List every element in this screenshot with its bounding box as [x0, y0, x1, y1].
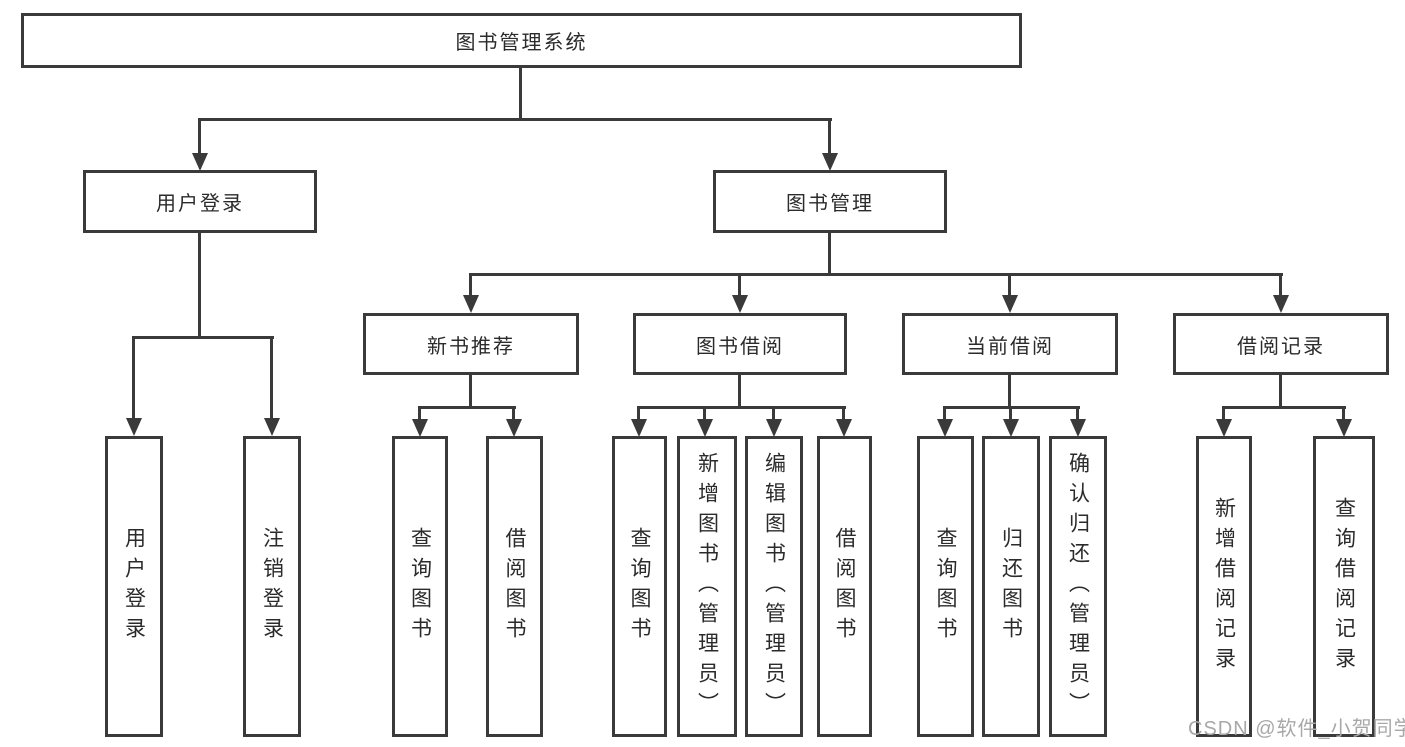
leaf-logout: 注销登录 [243, 436, 301, 737]
arrow-bb-leaf3 [766, 419, 782, 437]
edge-root-drop [519, 66, 522, 118]
leaf-nb-query-books: 查询图书 [392, 436, 448, 737]
leaf-br-add-borrow-record-label: 新增借阅记录 [1212, 496, 1236, 677]
edge-user-login-split [132, 336, 274, 339]
leaf-br-query-borrow-record-label: 查询借阅记录 [1332, 496, 1356, 677]
arrow-cb-leaf3 [1070, 419, 1086, 437]
arrow-br-leaf1 [1216, 419, 1232, 437]
edge-book-management-split [469, 273, 1283, 276]
leaf-user-login: 用户登录 [105, 436, 163, 737]
edge-bb-leaf1 [637, 406, 640, 420]
arrow-to-leaf-user-login [126, 418, 142, 436]
node-new-book-recommend-label: 新书推荐 [427, 335, 515, 358]
leaf-cb-return-books: 归还图书 [982, 436, 1040, 737]
leaf-user-login-label: 用户登录 [122, 526, 146, 647]
node-root: 图书管理系统 [21, 13, 1022, 68]
leaf-bb-add-books-admin-label: 新增图书（管理员） [695, 451, 719, 722]
edge-to-current-borrow [1008, 273, 1011, 296]
edge-new-book-drop [469, 375, 472, 406]
leaf-nb-query-books-label: 查询图书 [408, 526, 432, 647]
watermark-text: CSDN @软件_小贺同学 [1188, 718, 1405, 740]
leaf-br-query-borrow-record: 查询借阅记录 [1313, 436, 1375, 737]
edge-root-split [199, 118, 832, 121]
edge-to-book-borrow [738, 273, 741, 296]
leaf-bb-query-books-label: 查询图书 [628, 526, 651, 647]
edge-borrow-records-drop [1279, 375, 1282, 406]
edge-nb-leaf2 [512, 406, 515, 420]
edge-br-leaf2 [1342, 406, 1345, 420]
arrow-bb-leaf4 [836, 419, 852, 437]
edge-cb-leaf1 [943, 406, 946, 420]
leaf-cb-confirm-return-admin-label: 确认归还（管理员） [1066, 451, 1090, 722]
edge-to-leaf-user-login [132, 336, 135, 418]
node-borrow-records: 借阅记录 [1173, 313, 1389, 375]
edge-current-borrow-drop [1008, 375, 1011, 406]
leaf-bb-edit-books-admin-label: 编辑图书（管理员） [762, 451, 786, 722]
arrow-to-current-borrow [1002, 295, 1018, 313]
leaf-cb-query-books-label: 查询图书 [934, 526, 957, 647]
edge-cb-leaf2 [1009, 406, 1012, 420]
leaf-nb-borrow-books: 借阅图书 [486, 436, 543, 737]
node-book-management: 图书管理 [713, 170, 947, 233]
leaf-bb-borrow-books: 借阅图书 [817, 436, 872, 737]
edge-to-leaf-logout [270, 336, 273, 418]
node-current-borrow: 当前借阅 [902, 313, 1118, 375]
arrow-bb-leaf2 [697, 419, 713, 437]
edge-borrow-records-split [1222, 406, 1346, 409]
edge-bb-leaf4 [842, 406, 845, 420]
leaf-bb-borrow-books-label: 借阅图书 [833, 526, 856, 647]
arrow-to-borrow-records [1273, 295, 1289, 313]
leaf-bb-add-books-admin: 新增图书（管理员） [677, 436, 737, 737]
node-current-borrow-label: 当前借阅 [966, 335, 1054, 358]
arrow-cb-leaf2 [1003, 419, 1019, 437]
arrow-to-book-management [822, 153, 838, 171]
edge-to-book-management [828, 118, 831, 155]
edge-to-user-login [198, 118, 201, 155]
edge-to-borrow-records [1279, 273, 1282, 296]
leaf-logout-label: 注销登录 [260, 526, 284, 647]
arrow-bb-leaf1 [631, 419, 647, 437]
edge-user-login-drop [198, 233, 201, 336]
leaf-bb-query-books: 查询图书 [612, 436, 667, 737]
edge-bb-leaf2 [703, 406, 706, 420]
edge-nb-leaf1 [418, 406, 421, 420]
node-root-label: 图书管理系统 [455, 32, 588, 54]
arrow-nb-leaf1 [412, 419, 428, 437]
arrow-to-leaf-logout [264, 418, 280, 436]
leaf-cb-return-books-label: 归还图书 [999, 526, 1023, 647]
arrow-to-new-book [463, 295, 479, 313]
node-book-management-label: 图书管理 [786, 193, 874, 215]
node-book-borrow-label: 图书借阅 [696, 335, 784, 358]
node-user-login: 用户登录 [83, 170, 317, 233]
edge-bb-leaf3 [772, 406, 775, 420]
arrow-br-leaf2 [1336, 419, 1352, 437]
arrow-to-user-login [192, 153, 208, 171]
node-user-login-label: 用户登录 [156, 193, 244, 215]
leaf-cb-confirm-return-admin: 确认归还（管理员） [1049, 436, 1107, 737]
leaf-nb-borrow-books-label: 借阅图书 [503, 526, 526, 647]
arrow-to-book-borrow [732, 295, 748, 313]
leaf-br-add-borrow-record: 新增借阅记录 [1196, 436, 1252, 737]
edge-book-borrow-split [637, 406, 846, 409]
leaf-bb-edit-books-admin: 编辑图书（管理员） [745, 436, 803, 737]
node-borrow-records-label: 借阅记录 [1237, 335, 1325, 358]
edge-book-borrow-drop [738, 375, 741, 406]
edge-book-management-drop [828, 233, 831, 273]
arrow-cb-leaf1 [937, 419, 953, 437]
edge-to-new-book [469, 273, 472, 296]
edge-cb-leaf3 [1076, 406, 1079, 420]
node-book-borrow: 图书借阅 [633, 313, 847, 375]
edge-br-leaf1 [1222, 406, 1225, 420]
leaf-cb-query-books: 查询图书 [917, 436, 974, 737]
edge-new-book-split [418, 406, 516, 409]
arrow-nb-leaf2 [506, 419, 522, 437]
node-new-book-recommend: 新书推荐 [363, 313, 579, 375]
